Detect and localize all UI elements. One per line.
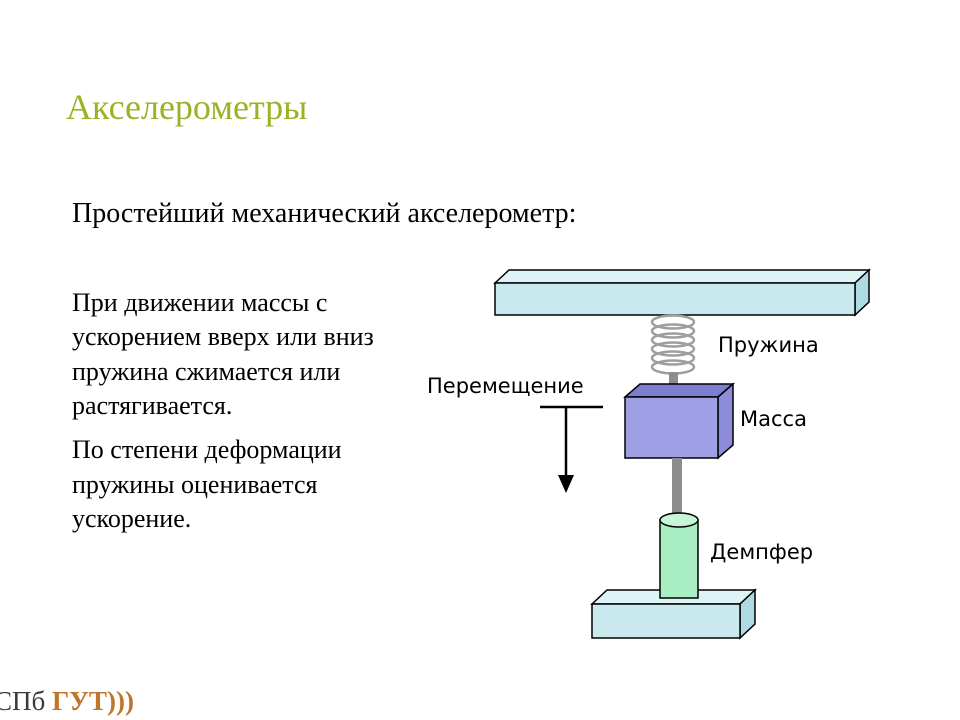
spring-coil	[650, 314, 696, 375]
mass-top-face	[622, 383, 736, 398]
damper-body	[659, 519, 699, 599]
damper-cylinder	[659, 512, 699, 599]
paragraph-2: По степени деформации пружины оцениваетс…	[72, 435, 342, 533]
mass-label: Масса	[740, 407, 807, 431]
lower-rod	[672, 458, 682, 522]
spring-loop	[650, 314, 696, 330]
page-title: Акселерометры	[66, 87, 308, 127]
top-plate-front-face	[494, 282, 856, 316]
mass-front-face	[624, 396, 719, 459]
spring-loop	[650, 350, 696, 366]
displacement-label: Перемещение	[427, 374, 584, 398]
logo-prefix: СПб	[0, 686, 46, 716]
damper-label: Демпфер	[710, 540, 814, 564]
paragraph-1: При движении массы с ускорением вверх ил…	[72, 288, 374, 420]
displacement-arrow	[540, 405, 603, 493]
logo-main: ГУТ	[52, 686, 108, 716]
university-logo: СПб ГУТ)))	[0, 686, 134, 717]
spring-loop	[650, 332, 696, 348]
spring-loop	[650, 341, 696, 357]
base-plate-front-face	[591, 603, 741, 639]
mass-side-face	[717, 382, 734, 460]
spring-loop	[650, 359, 696, 375]
mass-box	[622, 382, 736, 460]
top-plate	[493, 268, 871, 317]
body-text: При движении массы с ускорением вверх ил…	[72, 286, 407, 546]
spring-label: Пружина	[718, 333, 819, 357]
logo-suffix: )))	[107, 686, 134, 716]
slide-subtitle: Простейший механический акселерометр:	[72, 198, 577, 229]
damper-top	[659, 512, 699, 528]
top-plate-top-face	[493, 269, 871, 284]
spring-loop	[650, 323, 696, 339]
displacement-arrowhead	[558, 475, 574, 493]
